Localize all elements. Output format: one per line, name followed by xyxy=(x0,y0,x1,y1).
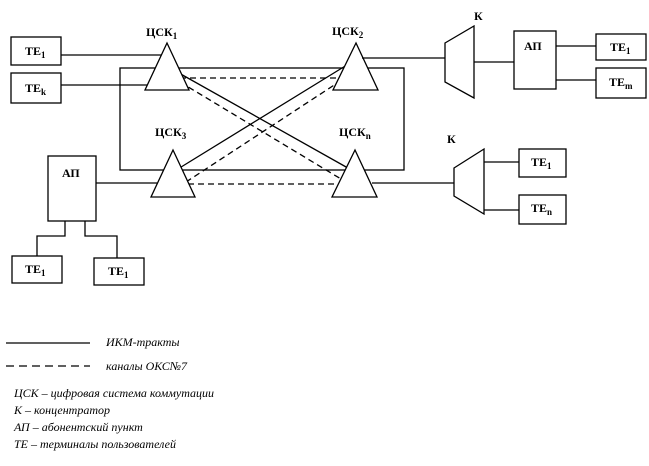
legend-oks-label: каналы ОКС№7 xyxy=(106,359,188,373)
csk1-label: ЦСК1 xyxy=(146,25,178,41)
legend-def-te: ТЕ – терминалы пользователей xyxy=(14,437,176,451)
legend-def-ap: АП – абонентский пункт xyxy=(14,420,143,434)
ikm-trunk-csk3-csk2 xyxy=(172,59,356,173)
te-box-1d xyxy=(11,255,63,284)
te-label-1b: ТЕ1 xyxy=(610,40,631,56)
ap-top-label: АП xyxy=(524,39,542,53)
te-box-1b xyxy=(595,33,647,61)
legend-ikm-label: ИКМ-тракты xyxy=(106,335,180,349)
ap-left-label: АП xyxy=(62,166,80,180)
csk1-triangle xyxy=(143,41,191,91)
legend-def-csk: ЦСК – цифровая система коммутации xyxy=(14,386,215,400)
te-box-m xyxy=(595,67,647,99)
te-label-1a: ТЕ1 xyxy=(25,44,46,60)
te-box-n xyxy=(518,194,567,225)
line-ap-te1d xyxy=(36,221,66,256)
concentrator-right-shape xyxy=(453,147,485,216)
oks-channel-csk3-csk2 xyxy=(185,75,349,183)
te-box-1c xyxy=(518,148,567,178)
ap-top-box xyxy=(513,30,557,90)
csk2-label: ЦСК2 xyxy=(332,24,364,40)
te-label-n: ТЕn xyxy=(531,201,552,217)
csk2-triangle xyxy=(331,41,380,91)
te-box-1e xyxy=(93,257,145,286)
te-label-1d: ТЕ1 xyxy=(25,262,46,278)
cskn-label: ЦСКn xyxy=(339,125,371,141)
te-box-k xyxy=(10,72,62,104)
te-label-m: ТЕm xyxy=(609,75,633,91)
csk3-label: ЦСК3 xyxy=(155,125,187,141)
concentrator-top-label: К xyxy=(474,9,483,23)
concentrator-top-shape xyxy=(444,24,475,100)
legend-def-k: К – концентратор xyxy=(14,403,110,417)
ikm-trunk-csk1-cskn xyxy=(169,67,356,173)
line-ap-te1e xyxy=(84,221,118,258)
ikm-ring xyxy=(119,67,405,171)
te-label-1c: ТЕ1 xyxy=(531,155,552,171)
te-label-1e: ТЕ1 xyxy=(108,264,129,280)
cskn-triangle xyxy=(330,148,379,198)
concentrator-right-label: К xyxy=(447,132,456,146)
te-box-1a xyxy=(10,36,62,66)
ap-left-box xyxy=(47,155,97,222)
oks-channel-csk1-cskn xyxy=(179,81,347,183)
csk3-triangle xyxy=(149,148,197,198)
te-label-k: ТЕk xyxy=(25,81,46,97)
